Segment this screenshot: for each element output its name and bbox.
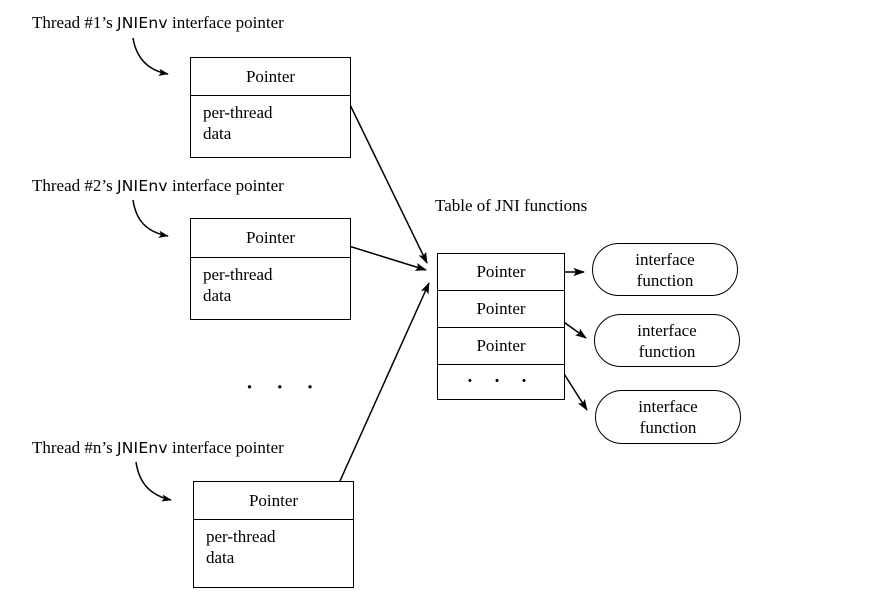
thread-2-label-prefix: Thread #2’s	[32, 176, 117, 195]
label-arrow-thread-n	[135, 461, 172, 502]
thread-n-box: Pointer per-thread data	[193, 481, 354, 588]
thread-n-data-line1: per-thread	[206, 527, 276, 546]
jni-table-row-3: Pointer	[438, 328, 564, 365]
thread-1-data-line1: per-thread	[203, 103, 273, 122]
interface-function-3-line2: function	[639, 418, 697, 437]
interface-function-1: interface function	[592, 243, 738, 296]
thread-n-label-code: JNIEnv	[116, 439, 168, 457]
thread-1-label: Thread #1’s JNIEnv interface pointer	[32, 13, 284, 33]
thread-1-data-cell: per-thread data	[191, 94, 350, 157]
function-table-title: Table of JNI functions	[435, 196, 588, 215]
thread-n-data-line2: data	[206, 548, 235, 567]
thread-2-box: Pointer per-thread data	[190, 218, 351, 320]
label-arrow-thread-2	[132, 199, 169, 238]
jni-table-row-ellipsis: · · ·	[466, 371, 536, 392]
thread-2-label-suffix: interface pointer	[167, 176, 284, 195]
jni-table-row-2: Pointer	[438, 291, 564, 328]
thread-1-box: Pointer per-thread data	[190, 57, 351, 158]
threads-ellipsis: · · ·	[246, 375, 323, 399]
label-arrow-thread-1	[132, 37, 169, 76]
interface-function-2: interface function	[594, 314, 740, 367]
pointer-link-thread-2	[338, 242, 427, 271]
interface-function-3: interface function	[595, 390, 741, 444]
thread-n-label: Thread #n’s JNIEnv interface pointer	[32, 438, 284, 458]
thread-1-data-line2: data	[203, 124, 232, 143]
thread-n-pointer-cell: Pointer	[194, 482, 353, 520]
thread-2-label: Thread #2’s JNIEnv interface pointer	[32, 176, 284, 196]
thread-n-data-cell: per-thread data	[194, 518, 353, 587]
jni-function-table: Pointer Pointer Pointer · · ·	[437, 253, 565, 400]
thread-n-label-suffix: interface pointer	[167, 438, 284, 457]
thread-2-label-code: JNIEnv	[116, 177, 168, 195]
thread-1-pointer-cell: Pointer	[191, 58, 350, 96]
thread-1-label-code: JNIEnv	[116, 14, 168, 32]
interface-function-3-line1: interface	[638, 397, 698, 416]
thread-2-data-line2: data	[203, 286, 232, 305]
thread-n-label-prefix: Thread #n’s	[32, 438, 117, 457]
interface-function-1-line1: interface	[635, 249, 695, 269]
interface-function-2-line2: function	[638, 341, 696, 361]
thread-1-label-suffix: interface pointer	[167, 13, 284, 32]
thread-1-label-prefix: Thread #1’s	[32, 13, 117, 32]
interface-function-2-line1: interface	[637, 320, 697, 340]
thread-2-data-cell: per-thread data	[191, 256, 350, 319]
thread-2-pointer-cell: Pointer	[191, 219, 350, 258]
thread-2-data-line1: per-thread	[203, 265, 273, 284]
interface-function-1-line2: function	[636, 270, 694, 290]
jni-table-row-1: Pointer	[438, 254, 564, 291]
